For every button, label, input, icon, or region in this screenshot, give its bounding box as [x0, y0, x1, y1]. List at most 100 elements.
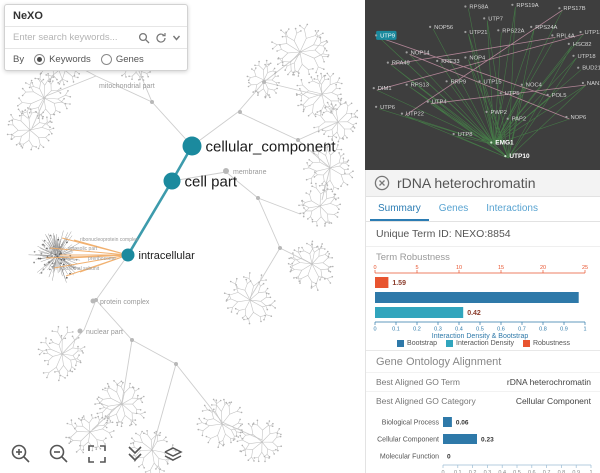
svg-text:0.2: 0.2 — [469, 470, 477, 473]
tab-summary[interactable]: Summary — [370, 197, 429, 221]
tree-term-label[interactable]: cytosolic part — [68, 246, 98, 252]
svg-text:0.1: 0.1 — [392, 327, 400, 333]
gene-node-UTP21[interactable]: UTP21 — [469, 30, 487, 36]
gene-node-UTP5[interactable]: UTP5 — [505, 91, 520, 97]
gene-node-UTP15[interactable]: UTP15 — [484, 79, 502, 85]
search-icon[interactable] — [138, 32, 150, 44]
gene-node-BUD21[interactable]: BUD21 — [582, 66, 600, 72]
tree-node-label[interactable]: cell part — [185, 173, 238, 190]
svg-text:0.2: 0.2 — [413, 327, 421, 333]
gene-node-RPS24A[interactable]: RPS24A — [535, 25, 557, 31]
radio-label: Keywords — [49, 54, 91, 65]
ontology-tree-canvas[interactable]: mitochondrial part membrane protein comple… — [0, 0, 365, 473]
gene-node-UTP22[interactable]: UTP22 — [406, 112, 424, 118]
tree-term-label[interactable]: mitochondrial part — [99, 83, 155, 90]
svg-text:0.8: 0.8 — [558, 470, 566, 473]
tree-term-label[interactable]: ribosomal subunit — [60, 266, 100, 272]
tree-node-cell-part[interactable] — [163, 172, 181, 190]
gene-node-UTP18[interactable]: UTP18 — [578, 54, 596, 60]
tree-term-label[interactable]: nuclear part — [86, 329, 123, 336]
svg-text:0: 0 — [441, 470, 444, 473]
gene-node-RPS19A[interactable]: RPS19A — [516, 3, 538, 9]
zoom-out-button[interactable] — [46, 441, 72, 467]
legend-interaction-density: Interaction Density — [446, 340, 514, 347]
gene-node-NOC4[interactable]: NOC4 — [526, 83, 543, 89]
svg-text:1.59: 1.59 — [392, 280, 406, 287]
gene-node-UTP7[interactable]: UTP7 — [488, 16, 503, 22]
gene-node-NAN1[interactable]: NAN1 — [587, 81, 600, 87]
gene-node-RPS13[interactable]: RPS13 — [411, 83, 429, 89]
svg-text:0: 0 — [373, 327, 376, 333]
tree-term-label[interactable]: ribonucleoprotein complex — [80, 237, 139, 243]
go-row-label: Best Aligned GO Term — [376, 377, 460, 387]
gene-node-RRP9[interactable]: RRP9 — [451, 79, 466, 85]
gene-node-UTP10[interactable]: UTP10 — [509, 153, 530, 160]
details-tabs: Summary Genes Interactions — [366, 197, 600, 222]
svg-text:0.3: 0.3 — [484, 470, 492, 473]
zoom-in-button[interactable] — [8, 441, 34, 467]
gene-node-HSC82[interactable]: HSC82 — [573, 42, 592, 48]
gene-node-UTP13[interactable]: UTP13 — [585, 30, 600, 36]
zoom-in-icon — [11, 444, 30, 463]
gene-node-NOP56[interactable]: NOP56 — [434, 25, 453, 31]
gene-node-PWP2[interactable]: PWP2 — [491, 110, 507, 116]
radio-genes[interactable]: Genes — [100, 54, 144, 65]
gene-node-RPA49[interactable]: RPA49 — [392, 61, 410, 67]
robustness-chart-title: Term Robustness — [376, 252, 450, 263]
svg-text:0: 0 — [447, 454, 451, 461]
fit-to-screen-button[interactable] — [84, 441, 110, 467]
app-title: NeXO — [13, 10, 43, 22]
radio-keywords[interactable]: Keywords — [34, 54, 91, 65]
go-row-value: rDNA heterochromatin — [506, 377, 591, 387]
gene-node-DIM1[interactable]: DIM1 — [378, 86, 392, 92]
gene-node-PAP2[interactable]: PAP2 — [512, 117, 526, 123]
reset-icon[interactable] — [155, 32, 167, 44]
selected-node-highlight — [376, 30, 397, 40]
svg-text:10: 10 — [456, 265, 462, 271]
tree-node-label[interactable]: intracellular — [139, 250, 196, 262]
gene-node-UTP6[interactable]: UTP6 — [380, 105, 395, 111]
svg-text:0.7: 0.7 — [543, 470, 551, 473]
gene-node-RPL4A[interactable]: RPL4A — [556, 33, 575, 39]
gene-node-UTP8[interactable]: UTP8 — [458, 132, 473, 138]
double-chevron-icon — [128, 446, 142, 462]
radio-circle-icon — [100, 54, 112, 65]
search-input[interactable] — [11, 31, 133, 44]
svg-text:0.42: 0.42 — [467, 310, 481, 317]
gene-node-UTP9[interactable]: UTP9 — [380, 33, 395, 39]
svg-text:20: 20 — [540, 265, 546, 271]
gene-node-UTP4[interactable]: UTP4 — [432, 100, 448, 106]
search-panel: NeXO — [4, 4, 188, 71]
gene-node-RPS22A[interactable]: RPS22A — [502, 28, 524, 34]
tree-term-label[interactable]: membrane — [233, 169, 267, 176]
svg-text:0.9: 0.9 — [560, 327, 568, 333]
tree-node-intracellular[interactable] — [121, 248, 135, 262]
gene-node-NOP6[interactable]: NOP6 — [570, 115, 586, 121]
chevron-down-icon[interactable] — [172, 33, 181, 42]
tree-node-cellular_component[interactable] — [182, 136, 202, 156]
gene-node-POL5[interactable]: POL5 — [552, 93, 567, 99]
gene-node-EMG1[interactable]: EMG1 — [495, 140, 514, 147]
tree-term-label[interactable]: preribosome — [88, 256, 116, 262]
tree-term-label[interactable]: protein complex — [100, 299, 150, 306]
gene-node-NOP14[interactable]: NOP14 — [411, 50, 431, 56]
tab-genes[interactable]: Genes — [438, 203, 469, 214]
svg-text:0.8: 0.8 — [539, 327, 547, 333]
zoom-out-icon — [49, 444, 68, 463]
gene-node-RPS8A[interactable]: RPS8A — [469, 5, 488, 11]
gene-node-KRE33[interactable]: KRE33 — [441, 59, 459, 65]
close-icon[interactable] — [374, 175, 390, 191]
svg-text:Interaction Density & Bootstra: Interaction Density & Bootstrap — [432, 333, 529, 340]
tab-interactions[interactable]: Interactions — [486, 203, 538, 214]
gene-node-RPS17B[interactable]: RPS17B — [563, 6, 585, 12]
collapse-button[interactable] — [122, 441, 148, 467]
tree-node-label[interactable]: cellular_component — [206, 138, 337, 155]
gene-node-NOP4[interactable]: NOP4 — [469, 56, 486, 62]
go-alignment-rows: Best Aligned GO Term rDNA heterochromatin… — [366, 372, 600, 410]
layers-button[interactable] — [160, 441, 186, 467]
